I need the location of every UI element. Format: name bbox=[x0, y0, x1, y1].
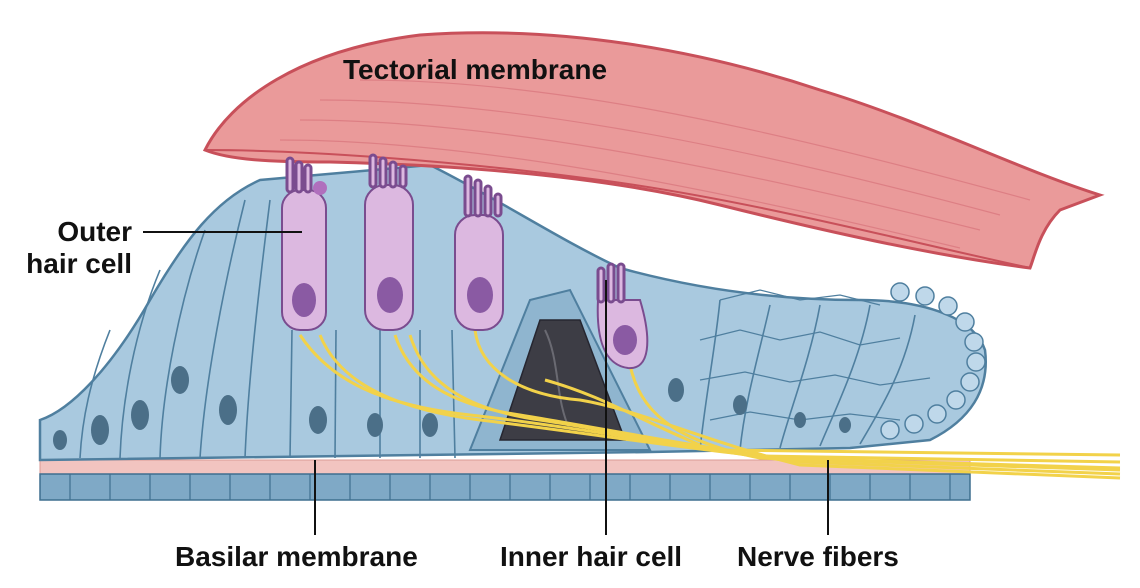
outer-hair-cells bbox=[281, 153, 504, 331]
nerve-fibers-label: Nerve fibers bbox=[737, 541, 899, 572]
outer-hair-cell-label: Outer hair cell bbox=[10, 216, 132, 280]
basilar-membrane bbox=[39, 459, 971, 501]
supporting-cells bbox=[38, 163, 987, 462]
outer-hair-cell-label-line2: hair cell bbox=[26, 248, 132, 279]
outer-hair-cell-label-line1: Outer bbox=[57, 216, 132, 247]
basilar-membrane-label: Basilar membrane bbox=[175, 541, 418, 572]
tectorial-membrane bbox=[202, 31, 1105, 270]
nerve-fibers bbox=[298, 329, 1121, 480]
outer-hair-cell-1 bbox=[281, 156, 327, 331]
inner-hair-cell-label: Inner hair cell bbox=[500, 541, 683, 572]
outer-hair-cell-3 bbox=[454, 174, 504, 331]
tectorial-membrane-label: Tectorial membrane bbox=[343, 54, 608, 85]
inner-hair-cell bbox=[596, 262, 649, 370]
outer-hair-cell-2 bbox=[364, 153, 414, 331]
leader-lines bbox=[143, 231, 829, 535]
